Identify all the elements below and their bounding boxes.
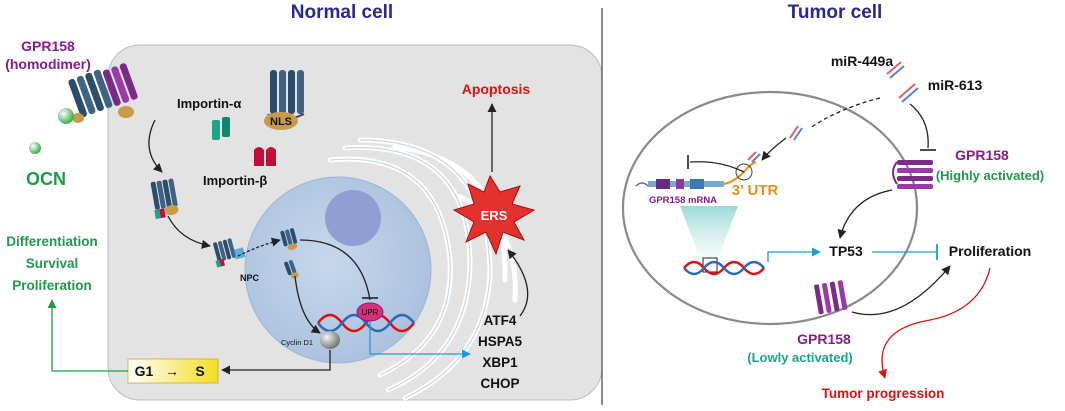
mir-613-label: miR-613: [928, 77, 983, 93]
importin-beta-icon: [254, 147, 276, 166]
nls-label: NLS: [270, 116, 292, 128]
arrow-dna-to-tp53: [767, 247, 821, 262]
arrow-genes-to-ers: [507, 249, 529, 317]
tumor-cell-title: Tumor cell: [788, 2, 883, 23]
homodimer-label: (homodimer): [5, 56, 91, 72]
gene-atf4: ATF4: [484, 313, 517, 328]
utr-label: 3’ UTR: [732, 182, 779, 199]
s-label: S: [195, 363, 204, 379]
npc-label: NPC: [240, 273, 260, 283]
gpr158-high-icon: [892, 160, 933, 189]
outcome-survival: Survival: [26, 256, 79, 271]
upr-icon: [356, 302, 384, 322]
proliferation-label: Proliferation: [949, 243, 1031, 259]
tumor-cell-arrows: [687, 97, 991, 379]
gpr158-high-state: (Highly activated): [936, 168, 1044, 183]
cyclin-d1-label: Cyclin D1: [281, 338, 313, 347]
ers-label: ERS: [481, 208, 508, 223]
gene-chop: CHOP: [480, 376, 519, 391]
arrow-to-cyclin: [294, 275, 321, 334]
importin-alpha-icon: [212, 117, 230, 140]
nuclear-gpr158-2-icon: [284, 260, 299, 279]
tumor-dna-icon: [683, 260, 765, 276]
g1-label: G1: [135, 363, 154, 379]
importin-alpha-label: Importin-α: [177, 96, 241, 111]
mrna-label: GPR158 mRNA: [649, 195, 717, 206]
receptor-importin-complex-icon: [150, 178, 179, 219]
inhibit-mirna-receptor: [909, 103, 929, 149]
gpr158-low-icon: [814, 280, 848, 315]
cell-cycle-box: [127, 358, 219, 384]
gpr158-homodimer-icon: [68, 63, 138, 123]
nucleolus: [325, 190, 381, 246]
normal-cell-arrows: [47, 103, 529, 375]
tumor-cell-body: [621, 90, 919, 326]
gene-hspa5: HSPA5: [478, 334, 523, 349]
phase-arrow: →: [165, 363, 179, 379]
nuclear-gpr158-icon: [280, 228, 298, 250]
arrow-receptor-to-tp53: [837, 189, 893, 239]
arrow-membrane-to-complex: [148, 119, 163, 173]
zoom-cone: [680, 206, 738, 258]
npc-complex-icon: [213, 238, 246, 268]
gpr158-label: GPR158: [21, 38, 75, 54]
gpr158-monomer-icon: [267, 70, 305, 121]
dashed-mirna-to-cell: [809, 97, 881, 129]
importin-beta-label: Importin-β: [203, 173, 267, 188]
tumor-progression-label: Tumor progression: [822, 386, 945, 401]
mirna-cytoplasm-icon: [789, 125, 803, 141]
tp53-label: TP53: [829, 243, 863, 259]
arrow-low-receptor-to-proliferation: [851, 265, 951, 316]
ocn-ball-icon: [58, 108, 74, 124]
arrow-g1-to-outcomes: [47, 299, 128, 372]
arrow-mirna-to-utr: [761, 137, 787, 161]
gpr158-low-label: GPR158: [797, 331, 851, 347]
mir-449a-label: miR-449a: [831, 53, 893, 69]
arrow-upr-to-genes: [369, 322, 471, 359]
outcome-proliferation: Proliferation: [12, 278, 92, 293]
ocn-small-ball-icon: [29, 142, 41, 154]
nls-icon: [264, 112, 298, 130]
inhibit-upr: [299, 239, 371, 301]
upr-gene-list: ATF4 HSPA5 XBP1 CHOP: [478, 313, 523, 391]
arrow-cyclin-to-s: [221, 350, 331, 375]
ers-star-icon: [452, 174, 536, 256]
dna-helix-icon: [317, 313, 415, 333]
gene-xbp1: XBP1: [482, 355, 518, 370]
normal-cell-title: Normal cell: [291, 2, 393, 23]
inhibit-mrna: [689, 161, 745, 173]
mirna-duplex-icon: [886, 61, 919, 103]
arrow-proliferation-to-progression: [878, 267, 991, 379]
gpr158-high-label: GPR158: [955, 147, 1009, 163]
ocn-label: OCN: [26, 169, 66, 189]
arrow-complex-to-npc: [167, 215, 211, 249]
apoptosis-label: Apoptosis: [462, 81, 531, 97]
cyclin-d1-icon: [320, 331, 340, 349]
upr-label: UPR: [362, 308, 379, 317]
arrow-npc-to-nucleus: [237, 237, 281, 257]
gpr158-low-state: (Lowly activated): [747, 350, 852, 365]
outcome-differentiation: Differentiation: [6, 234, 98, 249]
